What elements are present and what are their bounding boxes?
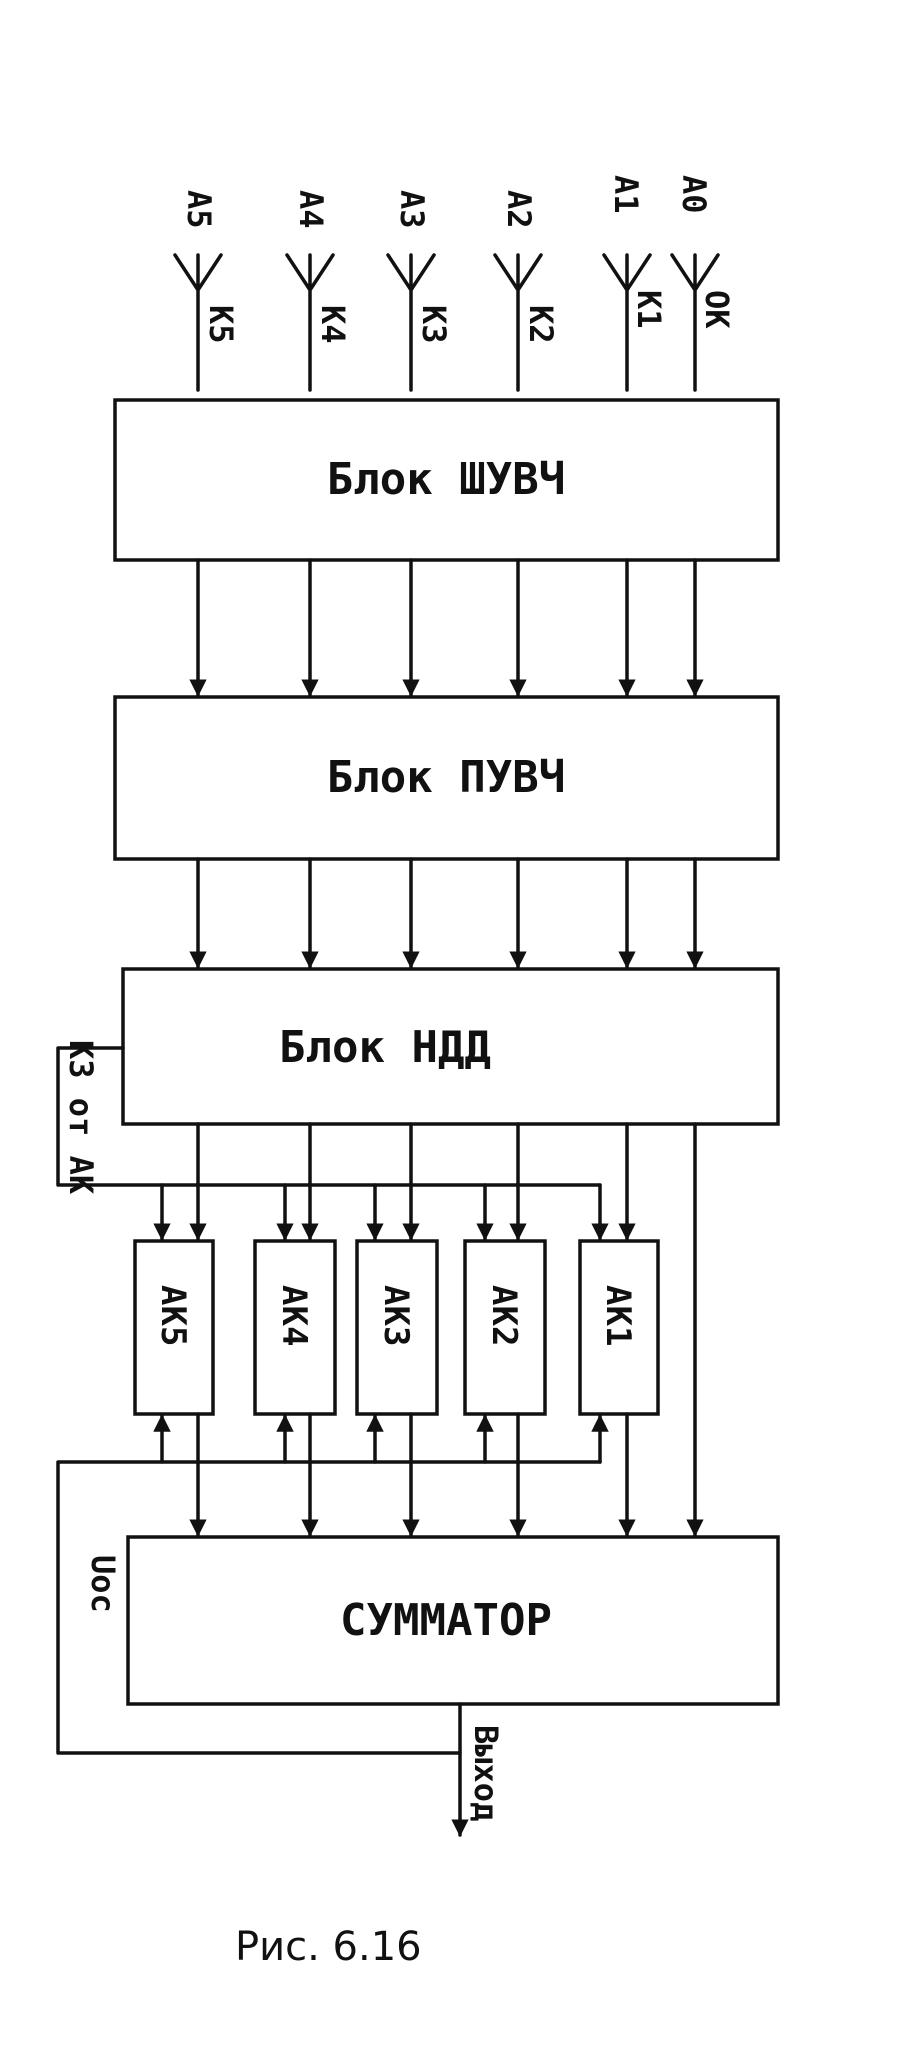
block-ndd bbox=[121, 967, 780, 1126]
channel-k4-label: K4 bbox=[314, 305, 352, 344]
ak1-label: АК1 bbox=[598, 1285, 638, 1346]
antenna-a4-icon bbox=[285, 253, 335, 392]
output-label: Выход bbox=[467, 1725, 505, 1821]
antenna-a0-label: A0 bbox=[675, 175, 713, 214]
channel-k5-label: K5 bbox=[202, 305, 240, 344]
antenna-a1: A1 K1 bbox=[602, 175, 668, 392]
figure-caption: Рис. 6.16 bbox=[235, 1924, 422, 1970]
antenna-a4-label: A4 bbox=[292, 190, 330, 229]
block-summator-label: СУММАТОР bbox=[340, 1595, 552, 1646]
k3-bus-line bbox=[56, 1046, 602, 1187]
ak5-label: АК5 bbox=[153, 1285, 193, 1346]
antenna-a2-label: A2 bbox=[500, 190, 538, 229]
block-ndd-label: Блок НДД bbox=[279, 1022, 491, 1073]
antenna-a3: A3 K3 bbox=[386, 190, 453, 392]
block-summator bbox=[126, 1535, 780, 1706]
ndd-input-label: К3 от АК bbox=[62, 1040, 100, 1195]
block-shuvch bbox=[113, 398, 780, 562]
block-puvch-label: Блок ПУВЧ bbox=[327, 752, 565, 803]
antenna-a0: A0 OK bbox=[670, 175, 736, 392]
ak4-unit bbox=[253, 1239, 337, 1416]
connectors-ak-summator bbox=[189, 1412, 636, 1537]
feedback-bus-line bbox=[56, 1460, 602, 1755]
antenna-a2-icon bbox=[493, 253, 543, 392]
antenna-a4: A4 K4 bbox=[285, 190, 352, 392]
connectors-puvch-ndd bbox=[189, 857, 704, 969]
antenna-a0-icon bbox=[670, 253, 720, 392]
ak3-unit bbox=[355, 1239, 439, 1416]
ak2-label: АК2 bbox=[484, 1285, 524, 1346]
connectors-shuvch-puvch bbox=[189, 558, 704, 697]
ak3-label: АК3 bbox=[376, 1285, 416, 1346]
ak2-unit bbox=[463, 1239, 547, 1416]
antenna-a2: A2 K2 bbox=[493, 190, 560, 392]
feedback-label: Uос bbox=[84, 1555, 122, 1613]
feedback-bus-drops bbox=[153, 1414, 609, 1464]
ak1-unit bbox=[578, 1239, 660, 1416]
antenna-a3-icon bbox=[386, 253, 436, 392]
antenna-a1-icon bbox=[602, 253, 652, 392]
ak5-unit bbox=[133, 1239, 215, 1416]
block-shuvch-label: Блок ШУВЧ bbox=[327, 454, 565, 505]
channel-k1-label: K1 bbox=[630, 290, 668, 329]
antenna-a5: A5 K5 bbox=[173, 190, 240, 392]
channel-ok-label: OK bbox=[698, 290, 736, 329]
k3-bus-drops bbox=[153, 1183, 609, 1241]
antenna-a5-icon bbox=[173, 253, 223, 392]
block-puvch bbox=[113, 695, 780, 861]
antenna-a3-label: A3 bbox=[393, 190, 431, 229]
antenna-a1-label: A1 bbox=[607, 175, 645, 214]
ak4-label: АК4 bbox=[274, 1285, 314, 1346]
connectors-ndd-ak bbox=[189, 1122, 704, 1537]
antenna-a5-label: A5 bbox=[180, 190, 218, 229]
channel-k2-label: K2 bbox=[522, 305, 560, 344]
ak-units: АК5 АК4 АК3 АК2 АК1 bbox=[133, 1239, 660, 1416]
channel-k3-label: K3 bbox=[415, 305, 453, 344]
